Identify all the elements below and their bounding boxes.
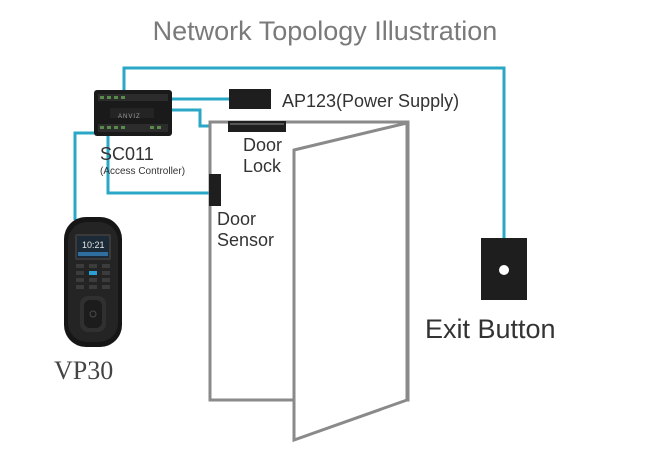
door-lock-device	[228, 121, 286, 132]
wire-door-sensor	[106, 133, 215, 195]
controller-subtitle: (Access Controller)	[100, 166, 186, 177]
wire-exit-button	[122, 66, 506, 238]
power-supply-box	[229, 89, 271, 109]
access-controller-device	[94, 90, 172, 136]
door-sensor-label-line2: Sensor	[217, 230, 275, 250]
door-lock-highlight	[230, 123, 284, 125]
wiring	[73, 66, 506, 238]
reader-name: VP30	[54, 356, 114, 385]
power-supply-label: AP123(Power Supply)	[282, 91, 460, 111]
exit-button-label: Exit Button	[425, 314, 556, 344]
exit-button-device	[481, 238, 527, 300]
diagram-title: Network Topology Illustration	[152, 16, 498, 46]
wire-reader	[73, 131, 96, 220]
controller-brand: ANVIZ	[118, 114, 141, 120]
door-lock-label-line2: Lock	[243, 156, 282, 176]
door-lock-label-line1: Door	[243, 135, 283, 155]
door-sensor-label-line1: Door	[217, 209, 257, 229]
controller-name: SC011	[100, 144, 154, 164]
reader-screen-time: 10:21	[82, 240, 105, 250]
door-leaf	[292, 121, 409, 443]
door-sensor-device	[209, 174, 221, 206]
vp30-reader-device	[64, 217, 122, 347]
door	[208, 120, 410, 443]
